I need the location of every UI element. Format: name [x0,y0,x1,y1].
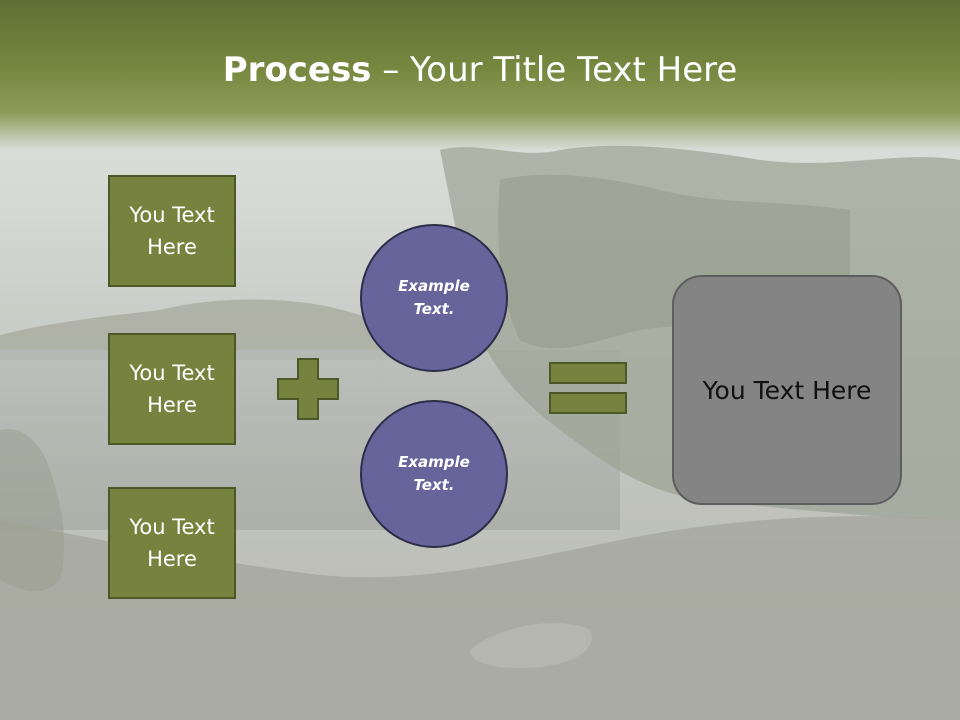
text-box-3[interactable]: You Text Here [108,487,236,599]
equals-icon [549,362,627,414]
text-box-2[interactable]: You Text Here [108,333,236,445]
result-label: You Text Here [702,375,872,405]
example-circle-2[interactable]: Example Text. [360,400,508,548]
example-circle-1[interactable]: Example Text. [360,224,508,372]
circle-label: Example Text. [398,277,470,318]
title-rest: – Your Title Text Here [371,50,738,90]
circle-label: Example Text. [398,453,470,494]
text-box-label: You Text Here [129,361,215,417]
title-bold: Process [222,50,372,90]
result-box[interactable]: You Text Here [672,275,902,505]
text-box-1[interactable]: You Text Here [108,175,236,287]
plus-icon [277,358,339,420]
title-bar [0,0,960,150]
slide-title: Process – Your Title Text Here [0,50,960,90]
text-box-label: You Text Here [129,203,215,259]
text-box-label: You Text Here [129,515,215,571]
